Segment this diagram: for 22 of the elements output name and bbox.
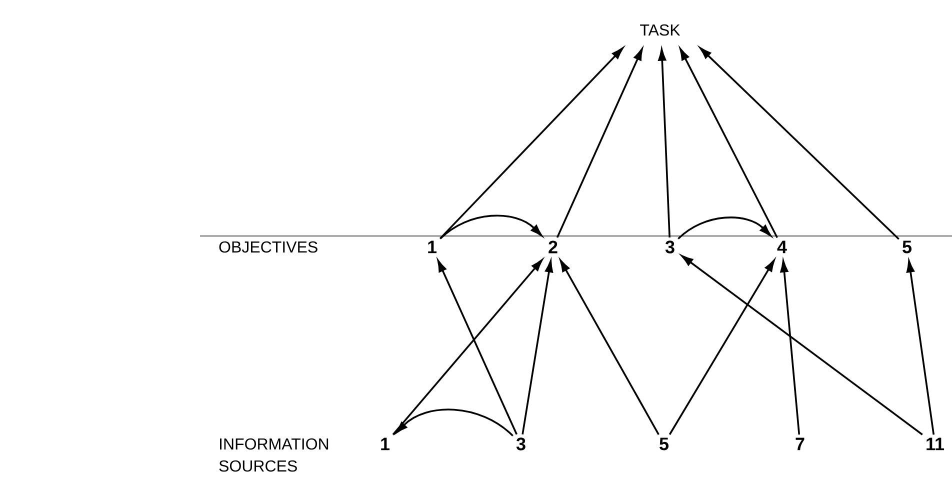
arrow: [437, 260, 518, 435]
number-label: 2: [545, 238, 562, 256]
arrow: [396, 408, 514, 436]
arrow: [678, 216, 772, 240]
number-label: 3: [513, 434, 529, 454]
arrow: [700, 47, 900, 240]
task-label: TASK: [640, 24, 680, 36]
arrow: [560, 260, 660, 435]
arrow: [680, 48, 778, 238]
axis-label: INFORMATION SOURCES: [219, 438, 328, 472]
arrow: [681, 255, 923, 436]
number-label: 5: [899, 238, 915, 256]
number-label: 7: [792, 434, 808, 454]
number-label: 5: [656, 434, 672, 454]
arrow: [440, 214, 542, 240]
number-label: 3: [662, 238, 678, 256]
number-label: 4: [774, 238, 790, 256]
number-label: 11: [922, 434, 948, 454]
number-label: 1: [377, 434, 394, 454]
number-label: 1: [424, 238, 440, 256]
arrow: [668, 260, 775, 435]
axis-label: OBJECTIVES: [219, 241, 318, 253]
